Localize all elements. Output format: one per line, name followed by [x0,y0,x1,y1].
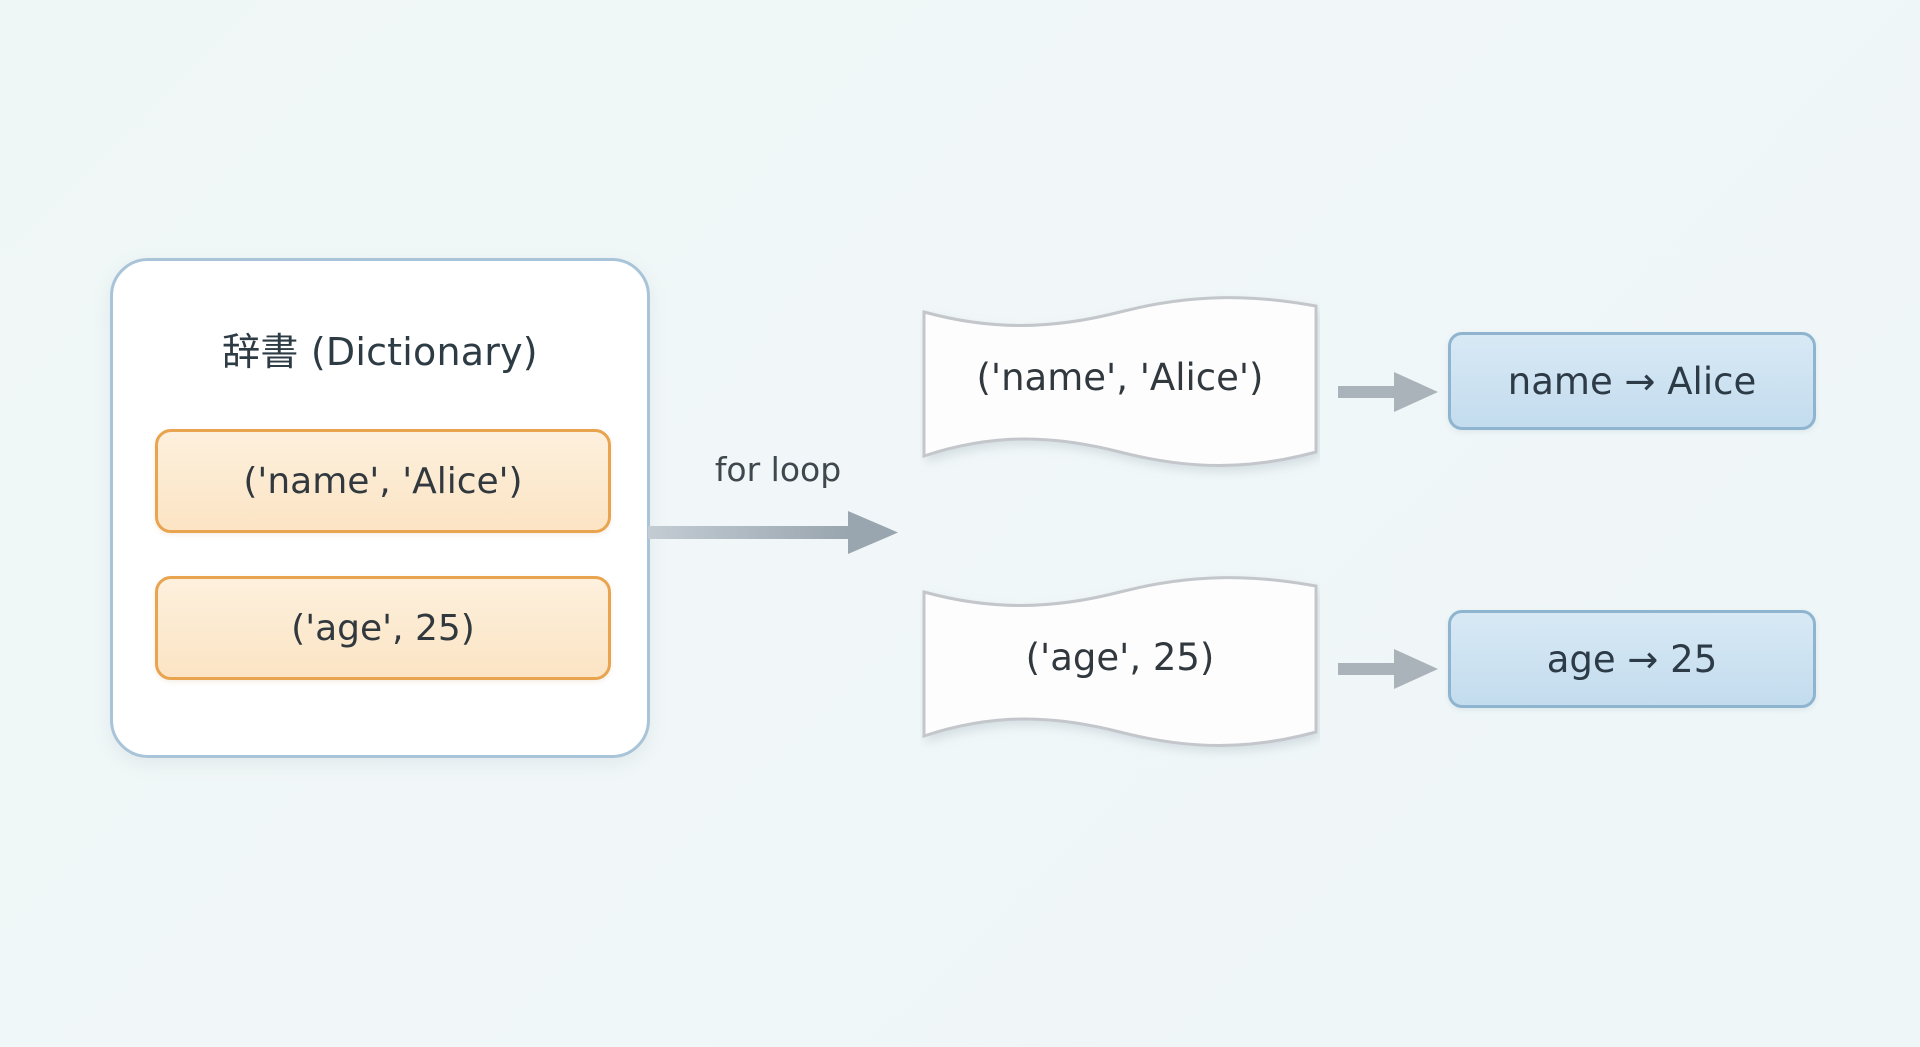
result-text: name → Alice [1507,359,1757,403]
dictionary-entry-name[interactable]: ('name', 'Alice') [155,429,611,533]
dictionary-title: 辞書 (Dictionary) [222,330,538,374]
iteration-paper: ('age', 25) [920,570,1320,760]
dictionary-card: 辞書 (Dictionary) ('name', 'Alice') ('age'… [110,258,650,758]
dictionary-entry-label: ('name', 'Alice') [243,460,523,502]
dictionary-entry-age[interactable]: ('age', 25) [155,576,611,680]
arrow-right-icon [1338,372,1438,412]
result-box-age[interactable]: age → 25 [1448,610,1816,708]
iteration-paper: ('name', 'Alice') [920,290,1320,480]
for-loop-label: for loop [714,450,842,489]
arrow-right-icon [1338,649,1438,689]
dictionary-entry-label: ('age', 25) [291,607,475,649]
for-loop-arrow-icon [648,511,898,554]
result-text: age → 25 [1546,637,1718,681]
result-box-name[interactable]: name → Alice [1448,332,1816,430]
